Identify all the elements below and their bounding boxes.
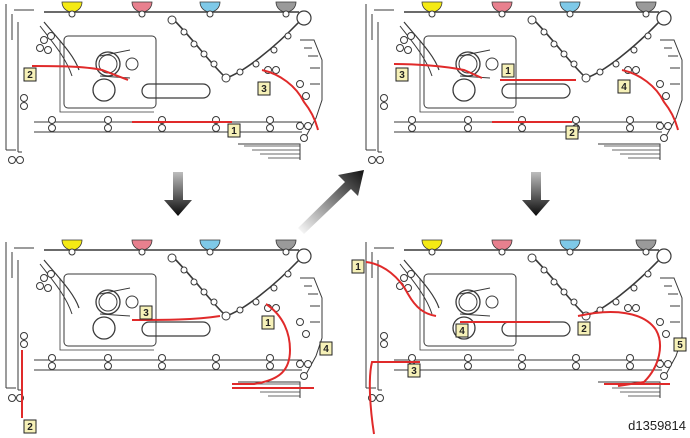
toner-units bbox=[421, 1, 657, 18]
step-label: 3 bbox=[407, 363, 421, 378]
svg-text:4: 4 bbox=[323, 344, 329, 355]
paper-path bbox=[393, 63, 679, 131]
panel-bottom-left: 3 1 4 2 bbox=[5, 239, 333, 434]
svg-text:3: 3 bbox=[143, 308, 149, 319]
toner-units bbox=[421, 239, 657, 256]
toner-units bbox=[61, 1, 297, 18]
toner-units bbox=[61, 239, 297, 256]
step-label: 3 bbox=[395, 67, 409, 82]
svg-text:4: 4 bbox=[459, 326, 465, 337]
paper-path bbox=[31, 65, 319, 131]
svg-text:3: 3 bbox=[399, 70, 405, 81]
step-label: 2 bbox=[577, 321, 591, 336]
step-label: 1 bbox=[351, 259, 365, 274]
svg-text:2: 2 bbox=[581, 324, 587, 335]
svg-text:1: 1 bbox=[265, 318, 271, 329]
step-label: 4 bbox=[617, 79, 631, 94]
step-label: 5 bbox=[673, 337, 687, 352]
step-label: 3 bbox=[257, 81, 271, 96]
svg-text:2: 2 bbox=[27, 422, 33, 433]
panel-bottom-right: 1 4 2 5 3 bbox=[351, 239, 687, 435]
svg-text:1: 1 bbox=[231, 126, 237, 137]
step-label: 3 bbox=[139, 305, 153, 320]
svg-text:3: 3 bbox=[261, 84, 267, 95]
svg-text:3: 3 bbox=[411, 366, 417, 377]
svg-text:1: 1 bbox=[355, 262, 361, 273]
panel-top-left: 2 3 1 bbox=[5, 1, 323, 165]
svg-text:4: 4 bbox=[621, 82, 627, 93]
step-label: 2 bbox=[23, 67, 37, 82]
step-label: 1 bbox=[261, 315, 275, 330]
svg-text:2: 2 bbox=[27, 70, 33, 81]
step-label: 4 bbox=[319, 341, 333, 356]
paper-path bbox=[365, 261, 670, 435]
step-label: 4 bbox=[455, 323, 469, 338]
paper-path bbox=[21, 303, 314, 418]
step-label: 1 bbox=[227, 123, 241, 138]
arrow-down-icon bbox=[164, 172, 192, 216]
svg-text:1: 1 bbox=[505, 66, 511, 77]
step-label: 2 bbox=[23, 419, 37, 434]
svg-text:2: 2 bbox=[569, 128, 575, 139]
arrow-up-right-icon bbox=[298, 170, 364, 234]
step-label: 2 bbox=[565, 125, 579, 140]
svg-text:5: 5 bbox=[677, 340, 683, 351]
arrow-down-icon bbox=[522, 172, 550, 216]
step-label: 1 bbox=[501, 63, 515, 78]
figure-reference: d1359814 bbox=[628, 418, 686, 433]
panel-top-right: 3 1 4 2 bbox=[365, 1, 683, 165]
